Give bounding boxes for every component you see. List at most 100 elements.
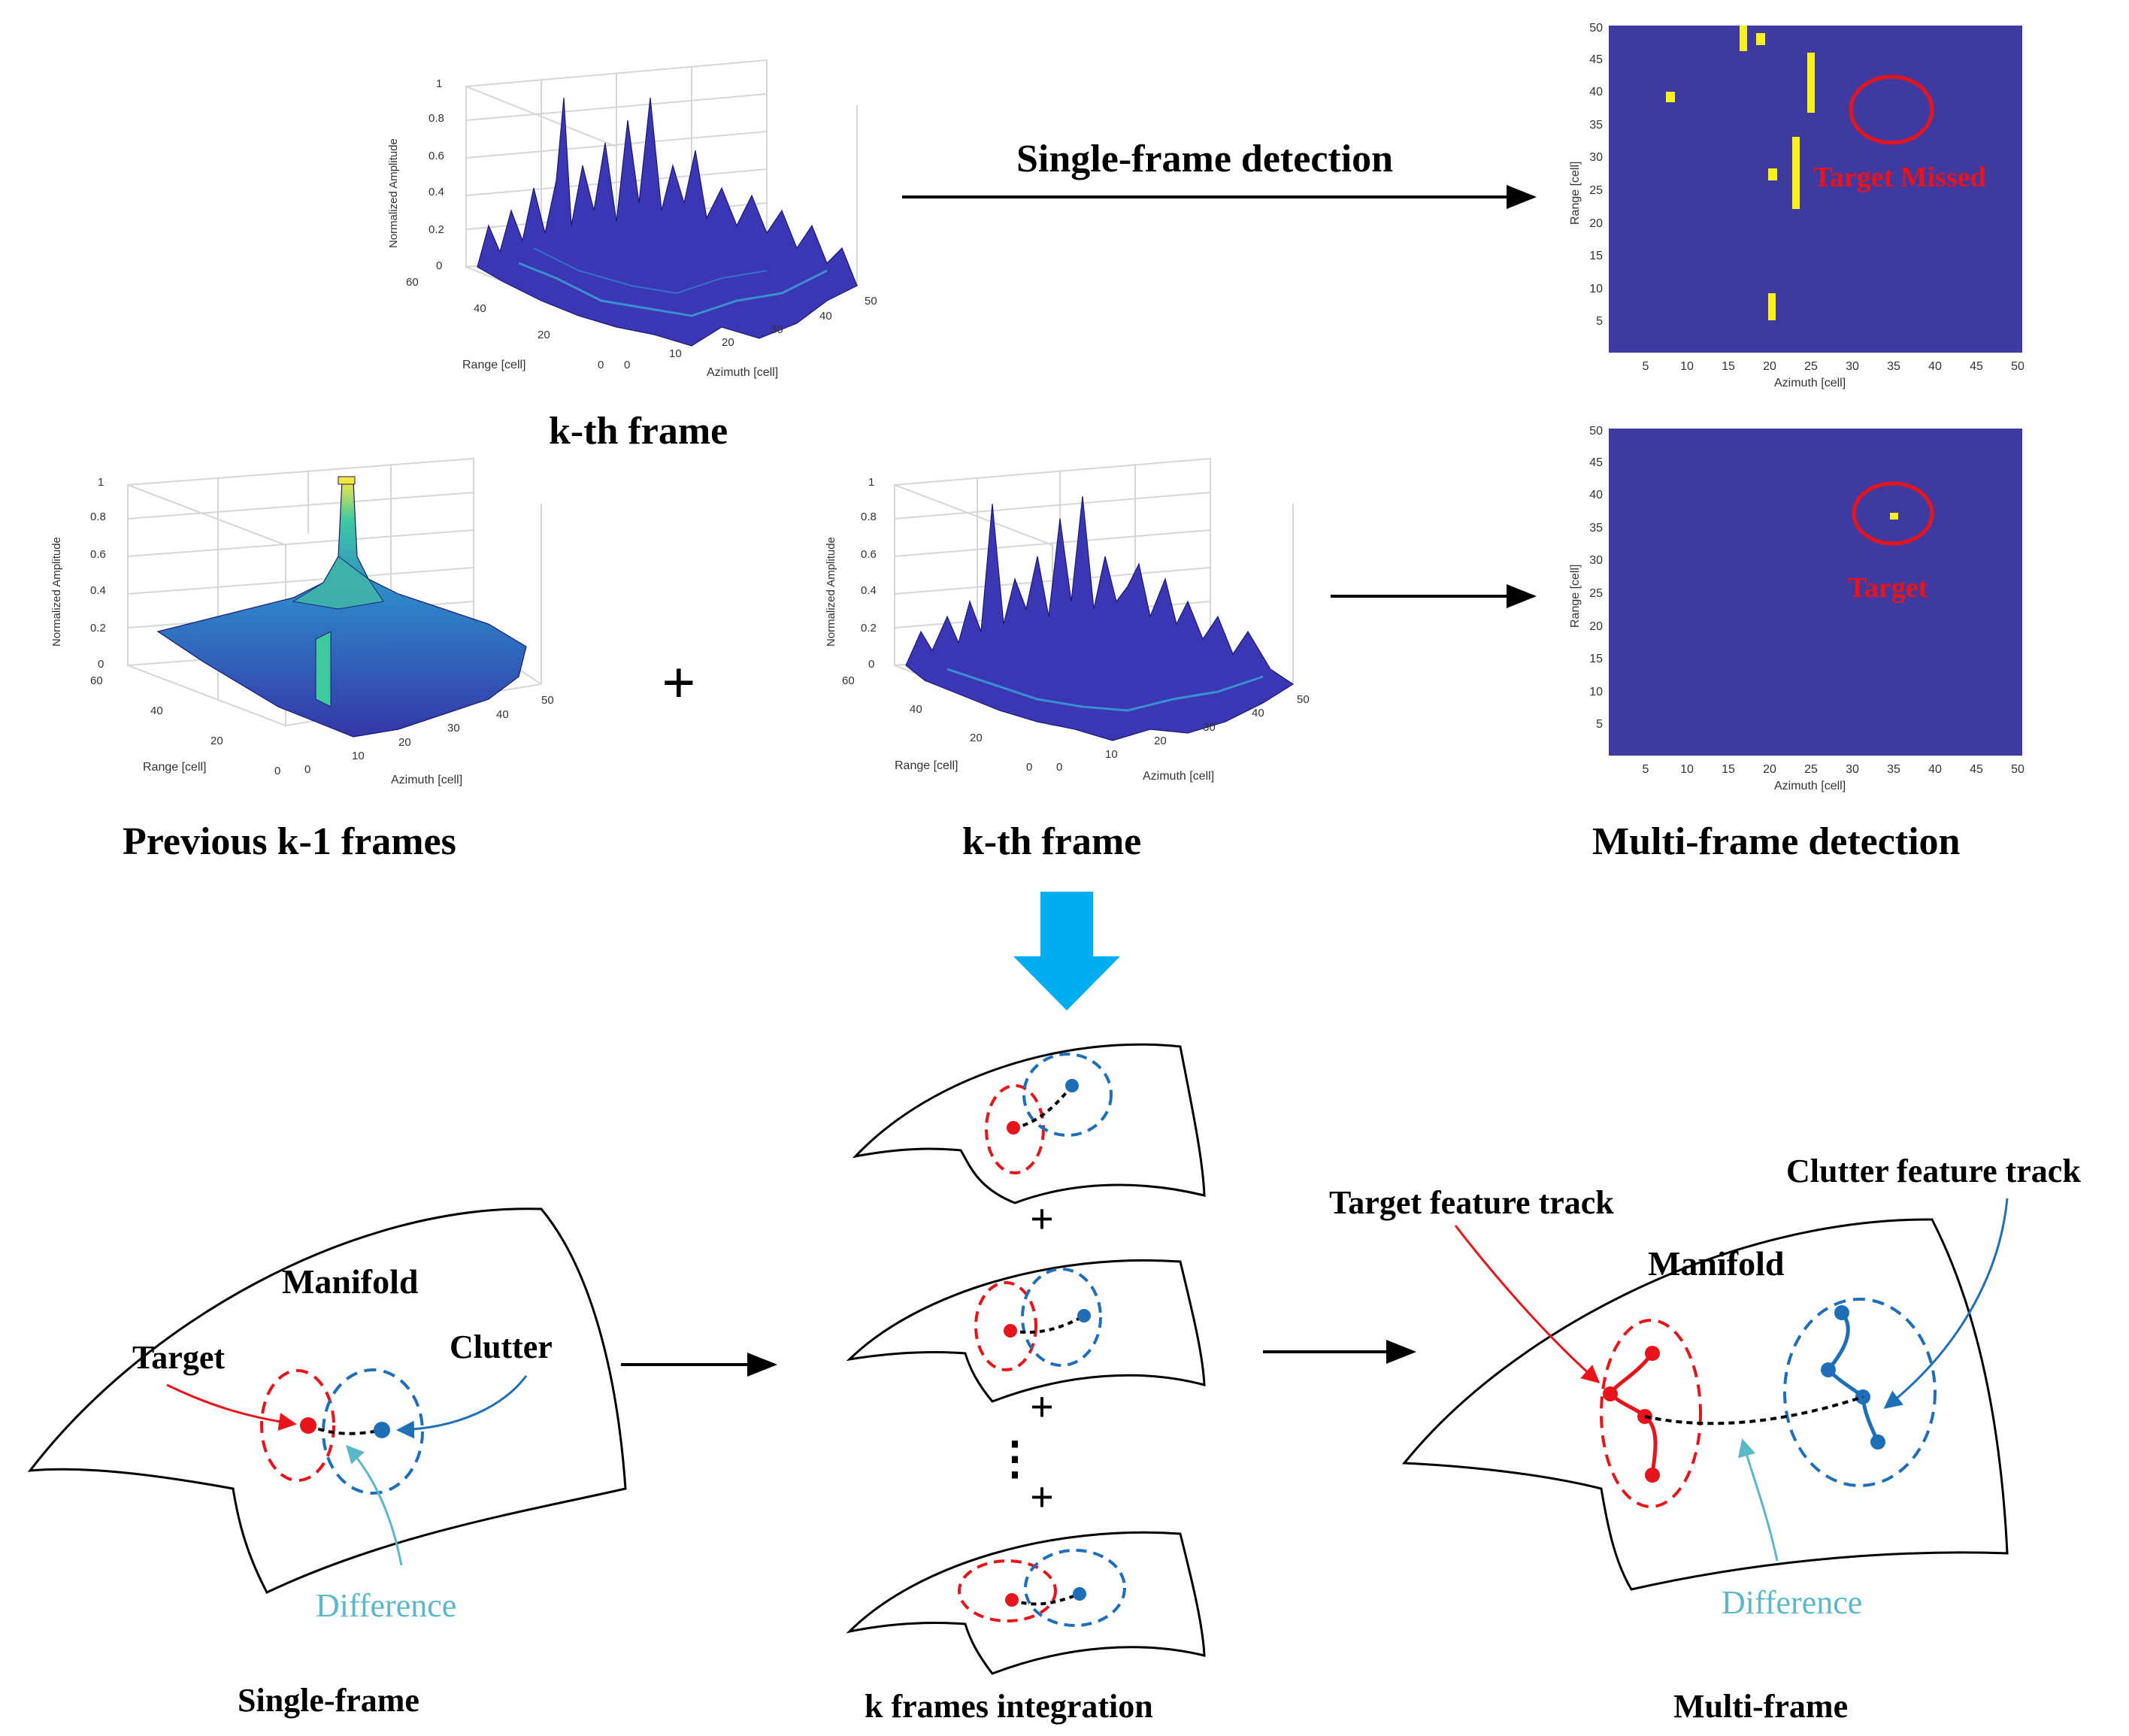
- caption-integration: k frames integration: [865, 1688, 1153, 1725]
- target-feature-region: [1600, 1319, 1702, 1508]
- svg-text:50: 50: [1589, 425, 1603, 438]
- surface-mesh: [905, 495, 1295, 741]
- svg-text:5: 5: [1643, 763, 1649, 776]
- manifold-sheet-1: [852, 1043, 1206, 1204]
- xlabel: Azimuth [cell]: [1774, 377, 1846, 389]
- svg-text:0: 0: [98, 658, 104, 671]
- svg-text:30: 30: [1203, 721, 1216, 734]
- surface-plot-previous: Normalized Amplitude 0 0.2 0.4 0.6 0.8 1…: [50, 457, 554, 786]
- ylabel: Range [cell]: [1569, 162, 1582, 226]
- svg-text:1: 1: [436, 77, 442, 90]
- detections: [1666, 26, 1815, 320]
- svg-text:0.2: 0.2: [861, 622, 877, 635]
- svg-text:20: 20: [1763, 360, 1776, 373]
- z-ticks: 0 0.2 0.4 0.6 0.8 1: [429, 77, 444, 272]
- svg-text:0: 0: [1056, 761, 1062, 774]
- clutter-feature-track-label: Clutter feature track: [1786, 1153, 2081, 1189]
- down-arrow-icon: [1013, 892, 1120, 1010]
- target-circle: [1849, 74, 1934, 145]
- z-ticks: 0 0.2 0.4 0.6 0.8 1: [90, 476, 106, 671]
- svg-text:20: 20: [722, 336, 734, 349]
- range-ticks: 60 40 20 0: [842, 674, 1032, 774]
- caption-single-frame: Single-frame: [238, 1682, 419, 1719]
- clutter-point: [374, 1422, 390, 1438]
- svg-text:1: 1: [868, 476, 874, 489]
- svg-text:20: 20: [1589, 620, 1603, 633]
- svg-text:1: 1: [98, 476, 104, 489]
- svg-text:0.2: 0.2: [90, 622, 106, 635]
- svg-text:45: 45: [1589, 456, 1603, 469]
- svg-text:60: 60: [90, 674, 103, 687]
- svg-text:35: 35: [1887, 763, 1900, 776]
- x-ticks: 5 10 15 20 25 30 35 40 45 50: [1643, 763, 2025, 776]
- svg-text:40: 40: [1928, 360, 1942, 373]
- kth-frame-mid-label: k-th frame: [962, 820, 1141, 863]
- svg-text:0.8: 0.8: [429, 112, 444, 125]
- svg-text:30: 30: [447, 722, 460, 735]
- ylabel: Azimuth [cell]: [707, 366, 778, 379]
- svg-text:0: 0: [304, 763, 310, 776]
- svg-text:20: 20: [1589, 217, 1603, 230]
- surface-plot-kth: Normalized Amplitude 0 0.2 0.4 0.6 0.8 1…: [825, 457, 1310, 783]
- xlabel: Azimuth [cell]: [1774, 780, 1846, 792]
- target-detection: [1890, 513, 1898, 520]
- svg-text:30: 30: [1846, 763, 1859, 776]
- svg-text:0: 0: [598, 359, 604, 371]
- svg-text:40: 40: [496, 708, 509, 721]
- svg-text:10: 10: [352, 750, 365, 762]
- multi-frame-detection-label: Multi-frame detection: [1592, 820, 1961, 863]
- svg-text:25: 25: [1589, 184, 1603, 197]
- svg-text:20: 20: [1763, 763, 1776, 776]
- svg-text:40: 40: [150, 704, 163, 717]
- zlabel: Normalized Amplitude: [387, 138, 400, 248]
- svg-text:25: 25: [1589, 587, 1603, 600]
- svg-text:10: 10: [1680, 360, 1694, 373]
- target-point: [300, 1417, 316, 1434]
- difference-label: Difference: [316, 1587, 456, 1624]
- svg-text:35: 35: [1887, 360, 1900, 373]
- svg-text:25: 25: [1804, 763, 1818, 776]
- svg-text:15: 15: [1722, 763, 1735, 776]
- range-ticks: 60 40 20 0: [406, 276, 604, 371]
- svg-text:60: 60: [842, 674, 855, 687]
- svg-text:30: 30: [771, 323, 783, 336]
- map-background: [1609, 26, 2022, 353]
- integration-stack: + + ⋮ +: [846, 1043, 1206, 1675]
- svg-text:5: 5: [1643, 360, 1649, 373]
- svg-text:20: 20: [538, 329, 550, 341]
- svg-text:0.6: 0.6: [90, 548, 106, 561]
- svg-text:35: 35: [1589, 522, 1603, 535]
- svg-text:60: 60: [406, 276, 419, 289]
- svg-text:40: 40: [1589, 86, 1603, 98]
- azimuth-ticks: 0 10 20 30 40 50: [304, 694, 554, 776]
- svg-text:20: 20: [1154, 735, 1167, 747]
- svg-text:25: 25: [1804, 360, 1818, 373]
- svg-text:30: 30: [1589, 554, 1603, 567]
- svg-text:10: 10: [669, 347, 682, 360]
- svg-text:30: 30: [1846, 360, 1859, 373]
- svg-text:10: 10: [1680, 763, 1694, 776]
- ylabel: Azimuth [cell]: [391, 774, 462, 786]
- manifold-title: Manifold: [1648, 1244, 1785, 1283]
- manifold-sheet-3: [846, 1531, 1206, 1675]
- svg-text:0.2: 0.2: [429, 223, 444, 236]
- range-ticks: 60 40 20 0: [90, 674, 280, 777]
- target-missed-annotation: Target Missed: [1813, 162, 1986, 193]
- svg-text:50: 50: [2011, 360, 2025, 373]
- svg-text:20: 20: [398, 736, 411, 749]
- ylabel: Range [cell]: [1569, 565, 1582, 629]
- svg-text:40: 40: [819, 310, 832, 323]
- svg-text:15: 15: [1589, 250, 1603, 262]
- svg-text:0.4: 0.4: [90, 584, 106, 597]
- svg-text:45: 45: [1970, 360, 1983, 373]
- svg-text:0.8: 0.8: [90, 510, 106, 523]
- svg-text:30: 30: [1589, 151, 1603, 164]
- manifold-surface: [1401, 1218, 2009, 1591]
- clutter-region: [322, 1368, 424, 1495]
- svg-text:0: 0: [624, 359, 630, 371]
- surface-plot-top: Normalized Amplitude 0 0.2 0.4 0.6 0.8 1…: [387, 59, 877, 379]
- previous-frames-label: Previous k-1 frames: [123, 820, 456, 863]
- plus-sign-2: +: [1030, 1384, 1054, 1431]
- map-background: [1609, 429, 2022, 756]
- svg-text:20: 20: [210, 735, 223, 747]
